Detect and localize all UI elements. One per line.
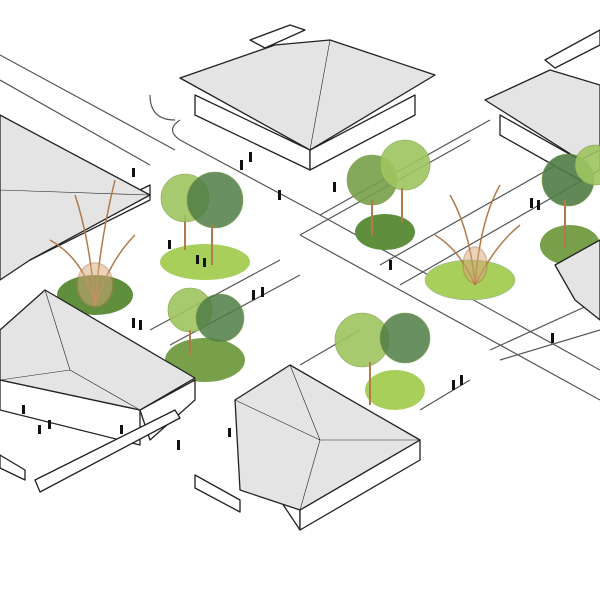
people (22, 152, 554, 450)
roof (554, 239, 600, 321)
trees (49, 139, 600, 405)
lawn (165, 338, 245, 382)
lawn (365, 370, 425, 410)
building-left (0, 114, 151, 281)
feature-tree (434, 184, 521, 286)
tree (160, 171, 244, 265)
roof (234, 364, 421, 511)
feature-tree (49, 179, 136, 308)
tree (334, 312, 431, 405)
roof (179, 39, 436, 151)
building-top-center (179, 24, 436, 171)
building-bottom-center (194, 364, 421, 531)
tree (541, 144, 600, 248)
tree (167, 287, 245, 355)
roof (484, 69, 600, 161)
building-right (554, 239, 600, 321)
road-edge (0, 54, 176, 166)
lawn (355, 214, 415, 250)
road-edge (149, 94, 600, 371)
roof (0, 114, 151, 281)
roof (0, 289, 196, 411)
building-bottom-left (0, 289, 196, 493)
tree (346, 139, 431, 235)
buildings (0, 24, 600, 531)
road-edge (299, 234, 600, 401)
road-edge (489, 299, 600, 361)
